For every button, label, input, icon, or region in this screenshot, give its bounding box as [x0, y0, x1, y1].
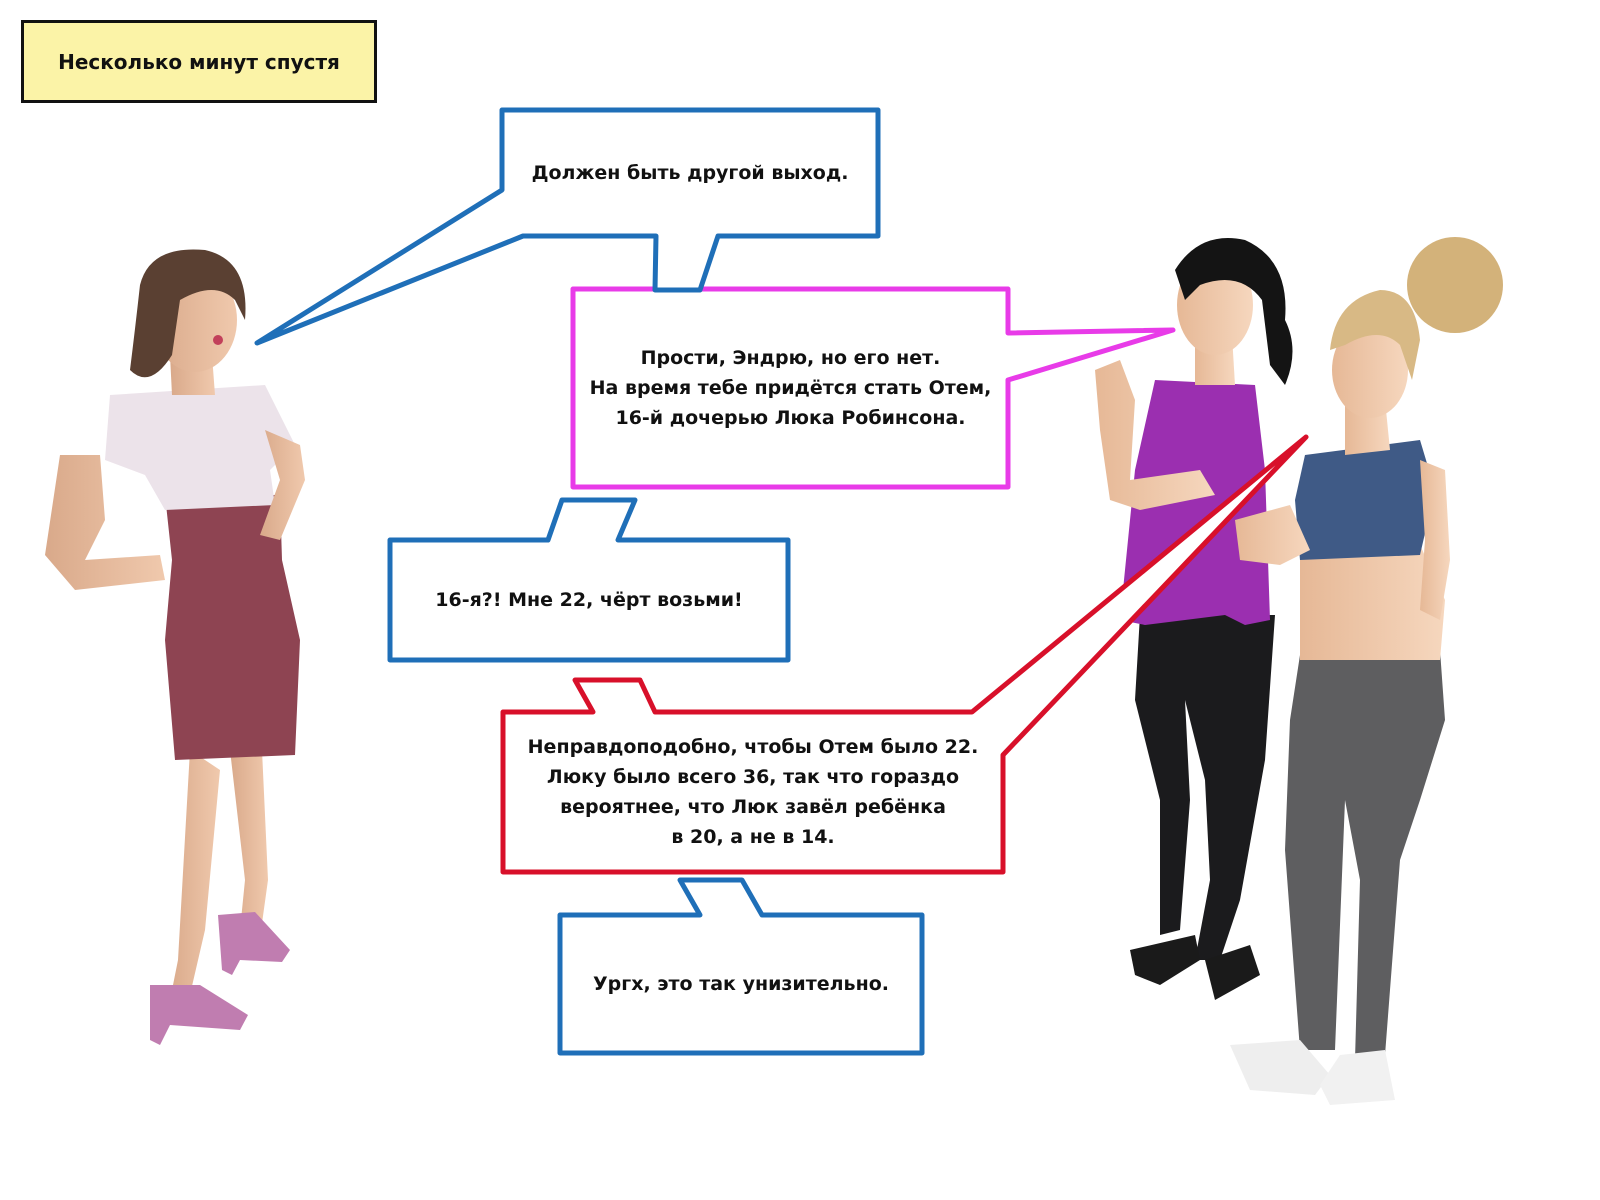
bubble-2-shape — [570, 286, 1176, 490]
woman-left-figure — [45, 249, 305, 1045]
bubble-4-shape — [500, 434, 1309, 875]
bubble-2-text: Прости, Эндрю, но его нет. На время тебе… — [589, 347, 992, 429]
scene-caption: Несколько минут спустя — [21, 20, 377, 103]
bubble-5-shape — [557, 877, 925, 1056]
bubble-3-text: 16-я?! Мне 22, чёрт возьми! — [435, 589, 743, 611]
bubble-1-shape — [254, 107, 881, 346]
bubble-5-text: Ургх, это так унизительно. — [593, 973, 889, 995]
woman-dark-hair-figure — [1095, 238, 1293, 1000]
bubble-3-shape — [387, 497, 791, 663]
caption-text: Несколько минут спустя — [58, 49, 340, 74]
woman-blonde-figure — [1230, 237, 1503, 1105]
bubble-1-text: Должен быть другой выход. — [531, 162, 849, 184]
bubble-4-text: Неправдоподобно, чтобы Отем было 22. Люк… — [527, 736, 979, 848]
